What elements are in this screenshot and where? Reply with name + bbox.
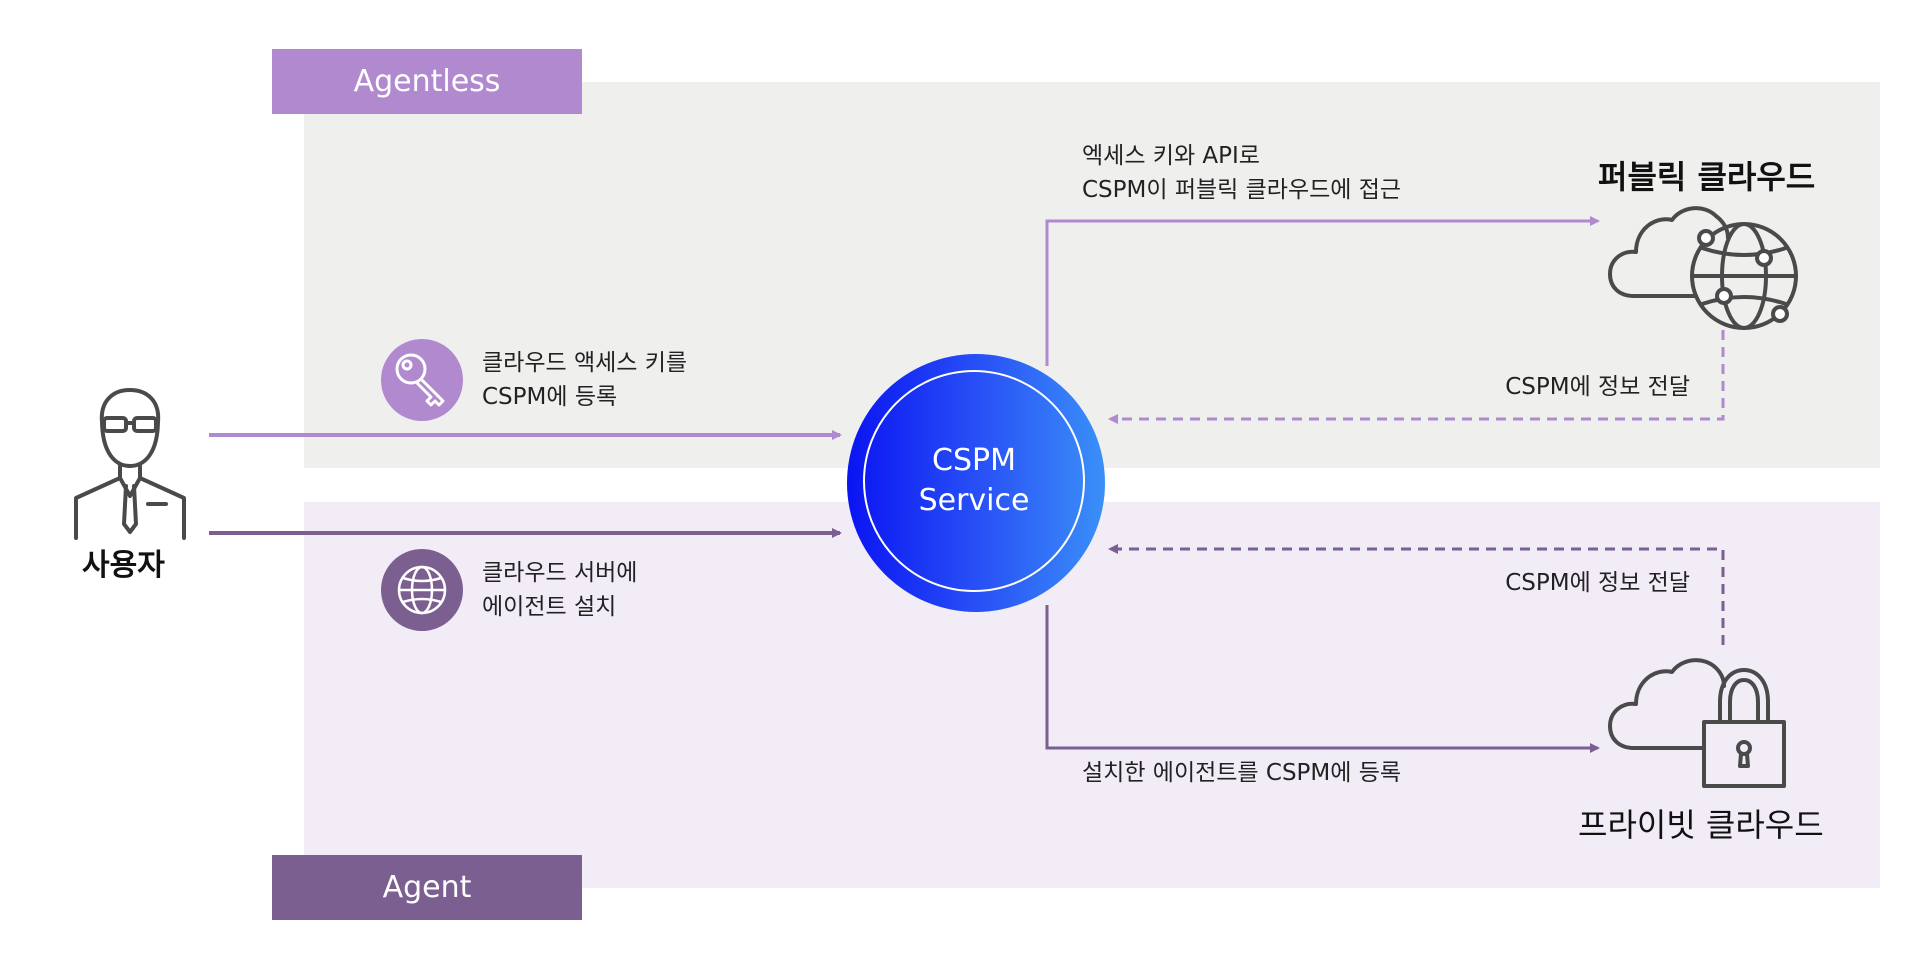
agentless-tag: Agentless bbox=[272, 49, 582, 114]
globe-badge bbox=[381, 549, 463, 631]
key-badge bbox=[381, 339, 463, 421]
arrow-public-cloud-to-cspm bbox=[1108, 330, 1725, 424]
private-cloud-title: 프라이빗 클라우드 bbox=[1578, 806, 1824, 844]
public-cloud-title: 퍼블릭 클라우드 bbox=[1598, 158, 1816, 196]
step-install-agent: 클라우드 서버에 에이전트 설치 bbox=[482, 560, 638, 620]
agent-tag: Agent bbox=[272, 855, 582, 920]
cloud-lock-icon bbox=[1608, 658, 1786, 788]
cloud-globe-icon bbox=[1608, 206, 1798, 330]
arrow-cspm-to-public-cloud bbox=[1045, 216, 1600, 366]
step-private-report: CSPM에 정보 전달 bbox=[1505, 570, 1690, 596]
globe-icon bbox=[397, 565, 447, 615]
cspm-service-node: CSPM Service bbox=[847, 354, 1105, 612]
agent-panel bbox=[304, 502, 1880, 888]
step-access-api: 엑세스 키와 API로 CSPM이 퍼블릭 클라우드에 접근 bbox=[1082, 143, 1402, 203]
step-public-report: CSPM에 정보 전달 bbox=[1505, 374, 1690, 400]
step-register-key: 클라우드 액세스 키를 CSPM에 등록 bbox=[482, 350, 688, 410]
cspm-label-line2: Service bbox=[918, 483, 1030, 518]
user-label: 사용자 bbox=[82, 548, 165, 583]
cspm-label-line1: CSPM bbox=[932, 443, 1016, 478]
user-with-glasses-icon bbox=[74, 388, 186, 540]
agentless-panel bbox=[304, 82, 1880, 468]
step-register-agent: 설치한 에이전트를 CSPM에 등록 bbox=[1082, 760, 1402, 786]
key-icon bbox=[395, 353, 445, 407]
arrow-cspm-to-private-cloud bbox=[1045, 605, 1600, 753]
